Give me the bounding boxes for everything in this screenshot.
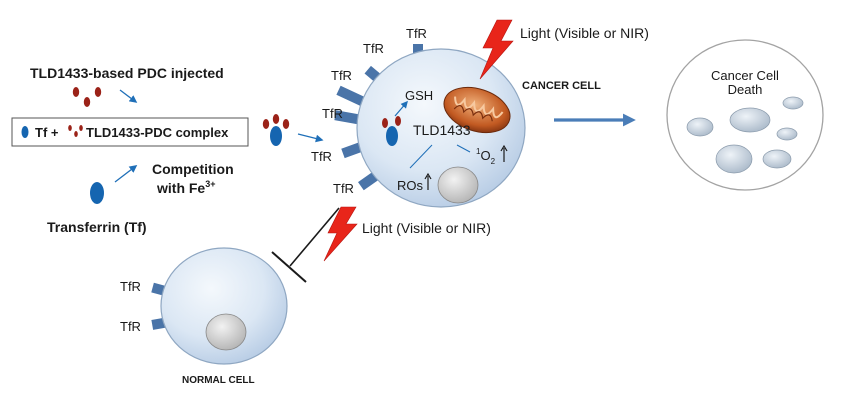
gsh-label: GSH xyxy=(405,88,433,103)
inhibition-line xyxy=(289,207,340,267)
drug-small-icon xyxy=(68,125,83,137)
normal-cell xyxy=(160,247,288,365)
complex-box: Tf + TLD1433-PDC complex xyxy=(11,117,249,147)
cancer-light-label: Light (Visible or NIR) xyxy=(520,25,649,41)
complex-label: TLD1433-PDC complex xyxy=(86,125,229,140)
lightning-bolt-icon xyxy=(479,19,514,80)
gsh-arrow xyxy=(394,100,408,117)
singlet-line xyxy=(456,144,471,153)
normal-cell-title: NORMAL CELL xyxy=(182,375,255,386)
complex-tf-text: Tf + xyxy=(35,125,59,140)
singlet-oxygen-label: 1O2 xyxy=(476,147,496,166)
tfr-label: TfR xyxy=(322,106,343,121)
competition-line1: Competition xyxy=(152,161,234,177)
normal-light-label: Light (Visible or NIR) xyxy=(362,220,491,236)
transferrin-label: Transferrin (Tf) xyxy=(47,219,147,235)
cancer-cell-nucleus xyxy=(437,166,479,204)
cancer-cell-title: CANCER CELL xyxy=(522,80,601,92)
ros-label: ROs xyxy=(397,178,424,193)
tfr-label: TfR xyxy=(406,26,427,41)
ros-line xyxy=(409,144,433,169)
fragment xyxy=(729,107,771,133)
lightning-bolt-icon xyxy=(323,206,358,262)
tfr-label: TfR xyxy=(333,181,354,196)
competition-arrow xyxy=(114,165,138,183)
death-label-line1: Cancer Cell xyxy=(711,68,779,83)
fragment xyxy=(762,149,792,169)
fragment xyxy=(782,96,804,110)
fragment xyxy=(686,117,714,137)
tld1433-label: TLD1433 xyxy=(413,122,471,138)
fragment xyxy=(715,144,753,174)
mitochondrion-icon xyxy=(443,86,511,134)
tfr-label: TfR xyxy=(120,319,141,334)
tfr-label: TfR xyxy=(120,279,141,294)
injected-arrow xyxy=(119,89,138,103)
transferrin-small-icon xyxy=(21,126,29,138)
cancer-cell xyxy=(356,48,526,208)
death-label-line2: Death xyxy=(728,82,763,97)
cell-fragments xyxy=(686,96,804,174)
transferrin-icon xyxy=(90,182,104,204)
drug-molecule-injected-icon xyxy=(72,87,102,107)
injected-label: TLD1433-based PDC injected xyxy=(30,65,224,81)
internal-complex-icon xyxy=(382,116,401,146)
complex-arrow xyxy=(297,133,324,143)
inhibition-bar xyxy=(271,251,307,283)
tfr-label: TfR xyxy=(311,149,332,164)
tf-drug-complex-icon xyxy=(262,114,290,146)
normal-cell-nucleus xyxy=(205,313,247,351)
fragment xyxy=(776,127,798,141)
competition-line2: with Fe3+ xyxy=(156,179,216,196)
tfr-label: TfR xyxy=(363,41,384,56)
tfr-label: TfR xyxy=(331,68,352,83)
